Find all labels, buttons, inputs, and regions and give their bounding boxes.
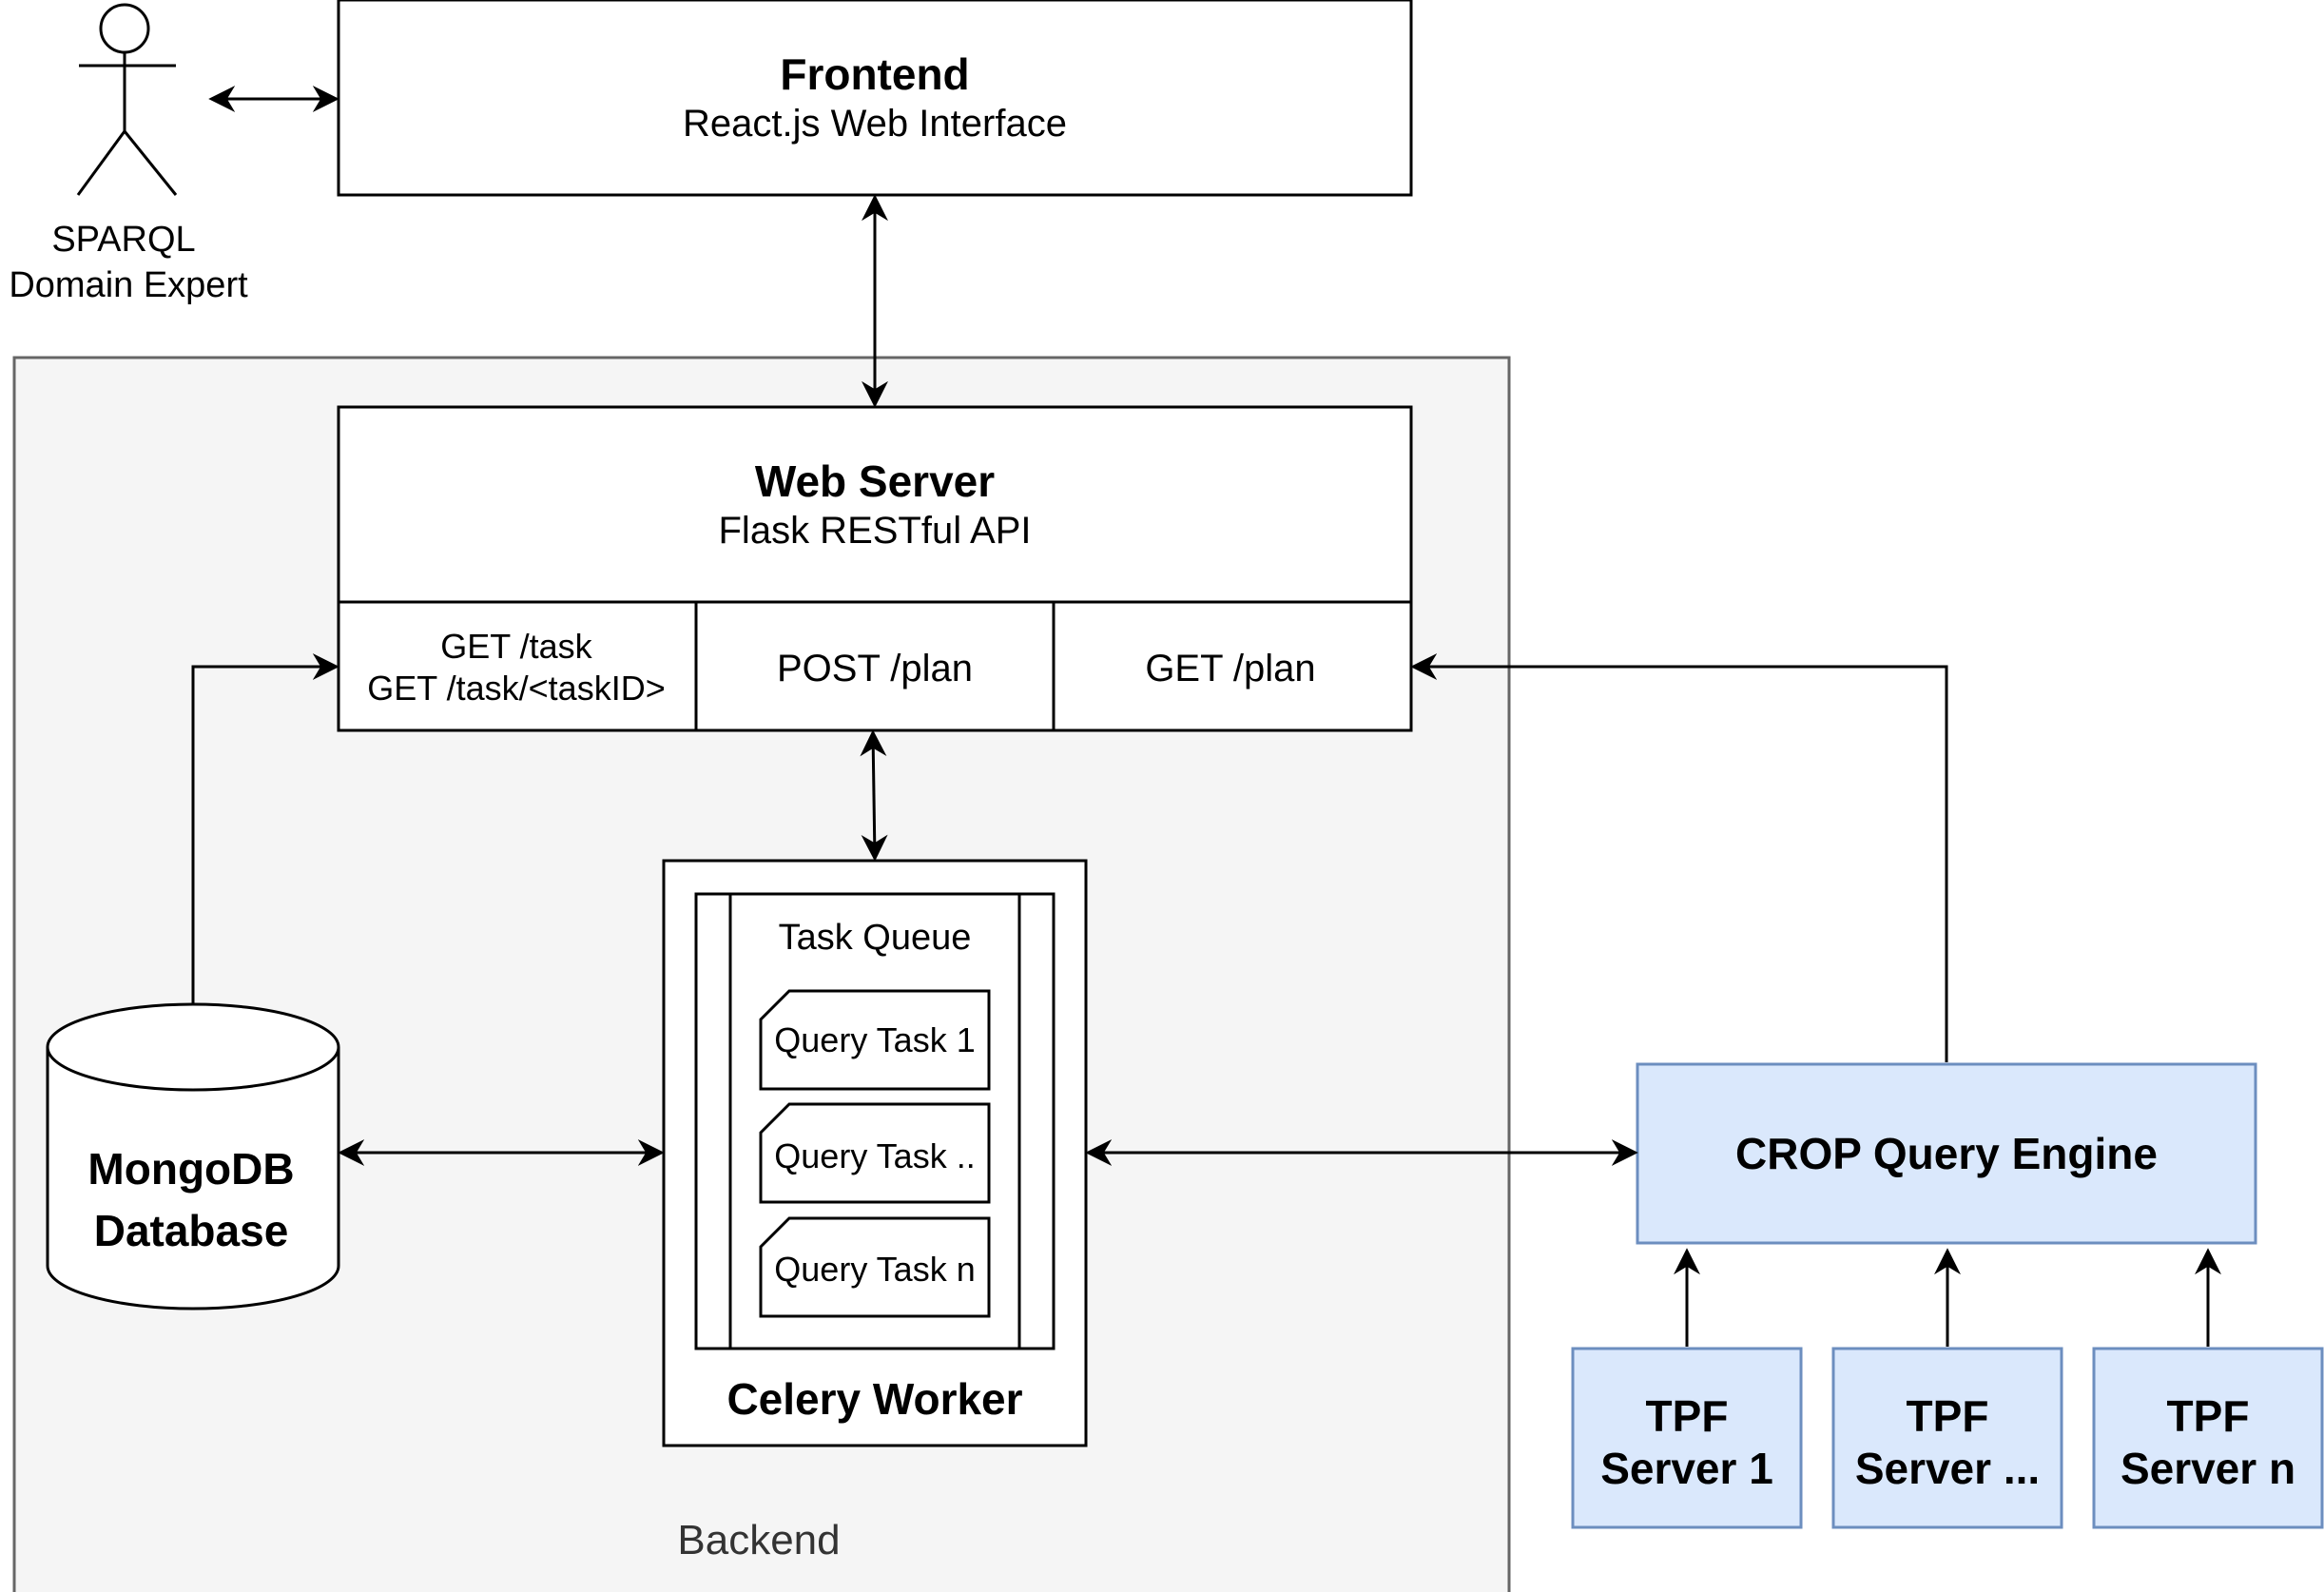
- endpoint-get-plan-label: GET /plan: [1145, 648, 1315, 689]
- frontend-title: Frontend: [780, 49, 969, 99]
- tpf-server-1-line2: Server 1: [1600, 1444, 1773, 1493]
- mongodb-cylinder-icon: [46, 1002, 340, 1310]
- query-task-middle: Query Task ..: [759, 1102, 991, 1204]
- endpoint-get-task[interactable]: GET /task GET /task/<taskID>: [339, 603, 695, 729]
- actor-icon: [76, 3, 178, 196]
- tpf-server-middle-line1: TPF: [1907, 1391, 1989, 1441]
- endpoint-post-plan-label: POST /plan: [777, 648, 973, 689]
- web-server-title: Web Server: [755, 456, 995, 506]
- query-task-1-label: Query Task 1: [774, 1020, 975, 1059]
- tpf-server-middle: TPF Server ...: [1831, 1347, 2063, 1529]
- arrow-postplan-celery: [860, 729, 888, 862]
- query-task-n-label: Query Task n: [774, 1250, 975, 1289]
- tpf-server-1-line1: TPF: [1646, 1391, 1729, 1441]
- tpf-server-middle-line2: Server ...: [1855, 1444, 2040, 1493]
- tpf-server-n-line1: TPF: [2167, 1391, 2250, 1441]
- tpf-server-n-line2: Server n: [2121, 1444, 2295, 1493]
- endpoint-get-task-line2: GET /task/<taskID>: [367, 669, 665, 708]
- web-server-subtitle: Flask RESTful API: [719, 510, 1032, 552]
- frontend-box: [337, 0, 1413, 197]
- tpf-server-1: TPF Server 1: [1571, 1347, 1803, 1529]
- actor-label-line2: Domain Expert: [9, 265, 248, 305]
- arrow-engine-getplan: [1410, 653, 1948, 1062]
- endpoint-get-task-line1: GET /task: [440, 627, 592, 666]
- arrow-mongodb-gettask: [191, 653, 339, 1004]
- endpoint-get-plan[interactable]: GET /plan: [1055, 603, 1410, 729]
- celery-worker-title: Celery Worker: [726, 1374, 1022, 1424]
- actor-label-line1: SPARQL: [51, 220, 195, 260]
- mongodb-label-line2: Database: [94, 1206, 289, 1255]
- crop-query-engine-box: [1636, 1062, 2257, 1245]
- query-task-n: Query Task n: [759, 1216, 991, 1318]
- query-task-1: Query Task 1: [759, 989, 991, 1091]
- endpoint-post-plan[interactable]: POST /plan: [697, 603, 1053, 729]
- crop-query-engine-label: CROP Query Engine: [1735, 1129, 2158, 1178]
- mongodb-label-line1: MongoDB: [87, 1144, 294, 1194]
- backend-label: Backend: [677, 1517, 840, 1563]
- query-task-middle-label: Query Task ..: [774, 1136, 975, 1175]
- task-queue-label: Task Queue: [779, 918, 972, 958]
- tpf-server-n: TPF Server n: [2092, 1347, 2324, 1529]
- frontend-subtitle: React.js Web Interface: [683, 103, 1067, 145]
